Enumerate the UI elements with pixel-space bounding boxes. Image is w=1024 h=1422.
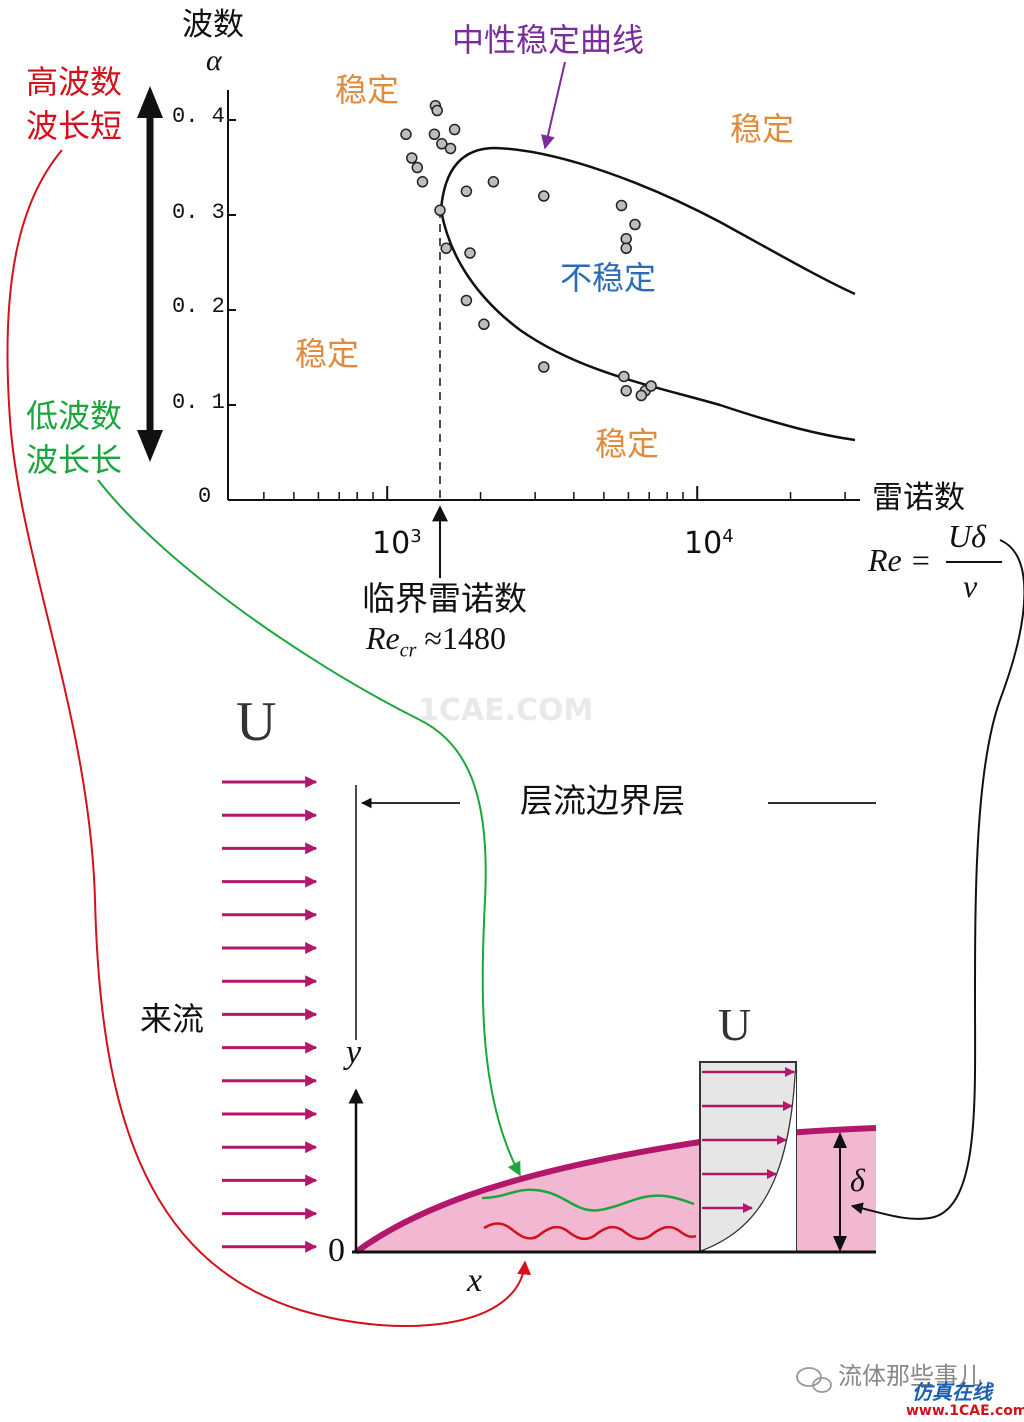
data-point [635,389,648,402]
x-tick-exp-4: 4 [722,526,734,547]
x-tick-1e3: 103 [372,528,422,559]
chart-axes [227,90,860,501]
x-tick-exp-3: 3 [410,526,422,547]
delta-label: δ [850,1162,865,1198]
data-point [620,233,632,245]
x-tick-marks [263,486,846,500]
critical-re-label: 临界雷诺数 [362,579,527,618]
y-axis-label: y [346,1034,362,1071]
profile-symbol: U [718,999,752,1050]
neutral-curve-lower [439,209,856,442]
short-wavelength-label: 波长短 [26,107,123,145]
y-tick-0: 0 [198,484,212,509]
data-point [629,218,641,231]
data-point [478,318,490,331]
high-wavenumber-label: 高波数 [26,63,123,101]
x-tick-1e4: 104 [684,528,734,559]
y-axis-title: 波数 [182,7,244,43]
origin-label: 0 [328,1232,345,1269]
y-tick-2: 0. 2 [172,294,225,319]
data-point [645,380,657,392]
y-tick-4: 0. 4 [172,104,225,129]
data-point [400,128,412,141]
wechat-watermark: 流体那些事儿 [838,1362,982,1390]
re-subscript: cr [399,639,417,662]
double-arrow-head-bottom [137,430,163,462]
data-point [440,242,452,255]
boundary-layer-region [356,1128,876,1252]
x-tick-base: 10 [684,526,723,561]
stable-label-bottom: 稳定 [595,425,660,463]
re-formula-lhs: Re = [868,542,932,578]
x-axis-title: 雷诺数 [872,480,965,516]
data-point [464,247,476,259]
re-formula-denominator: ν [963,568,978,604]
neutral-curve-label: 中性稳定曲线 [452,21,645,59]
data-point [615,199,628,212]
delta-arrow-head-bottom [833,1236,847,1252]
data-point [460,185,473,198]
stable-label-top-left: 稳定 [335,71,400,109]
freestream-arrows [222,776,318,1253]
critical-re-formula: Recr ≈1480 [366,622,506,660]
black-connector [850,539,1024,1220]
double-arrow-head-top [137,86,163,118]
velocity-profile-outside [700,1070,796,1252]
green-connector [97,479,521,1177]
re-symbol: Re [366,620,400,656]
re-critical-value: ≈1480 [424,620,506,656]
wechat-icon [796,1367,832,1393]
data-point [444,142,457,155]
neutral-curve-pointer [541,61,566,150]
long-wavelength-label: 波长长 [26,441,123,479]
y-tick-3: 0. 3 [172,200,225,225]
data-point [428,128,441,141]
profile-arrows [702,1067,795,1213]
site-url-watermark: www.1CAE.com [906,1403,1024,1419]
data-point [538,190,550,202]
boundary-layer-edge [354,1125,877,1255]
x-tick-base: 10 [372,526,411,561]
y-axis-symbol: α [206,44,222,77]
data-point [460,294,473,307]
data-point [434,204,446,217]
x-axis-label: x [467,1262,483,1299]
data-point [620,242,632,255]
data-point [416,176,429,188]
re-formula-numerator: Uδ [948,518,986,554]
neutral-curve-upper [439,146,856,296]
data-point [538,361,550,373]
data-point [487,176,500,188]
stable-label-left: 稳定 [295,335,360,373]
site-cn-watermark: 仿真在线 [912,1380,992,1404]
incoming-flow-label: 来流 [140,1000,205,1038]
delta-arrow-head-top [833,1132,847,1148]
center-watermark: 1CAE.COM [418,693,594,728]
short-wave-disturbance [483,1222,697,1241]
red-connector [6,149,532,1327]
data-point [436,138,448,150]
low-wavenumber-label: 低波数 [26,397,123,435]
data-point [431,104,443,117]
freestream-symbol: U [236,691,277,753]
data-point [406,152,418,164]
boundary-layer-label: 层流边界层 [520,781,685,820]
data-point [620,385,632,397]
y-tick-1: 0. 1 [172,390,225,415]
y-tick-marks [228,119,236,501]
long-wave-disturbance [481,1188,695,1212]
data-point [618,370,630,383]
unstable-label: 不稳定 [560,259,657,297]
data-point [411,161,424,174]
data-point [448,123,461,136]
experimental-data-points [400,100,657,402]
stable-label-top-right: 稳定 [730,110,795,148]
